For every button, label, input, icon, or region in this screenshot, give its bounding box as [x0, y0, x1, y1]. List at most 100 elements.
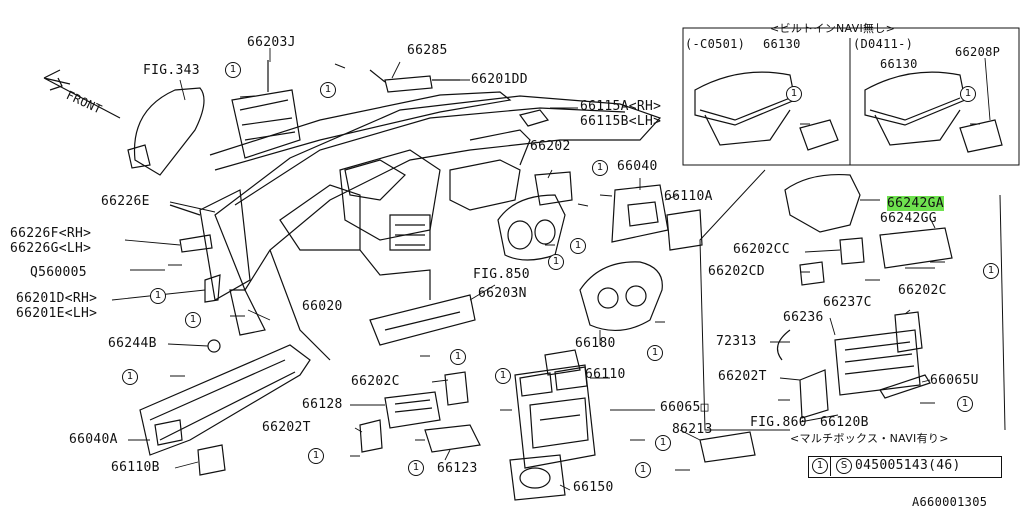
cable-72313	[776, 329, 791, 361]
label-66202cc[interactable]: 66202CC	[733, 242, 790, 257]
strip-66065u	[879, 374, 931, 399]
label-66202c-mid[interactable]: 66202C	[351, 374, 400, 389]
label-66115a[interactable]: 66115A<RH>	[580, 99, 662, 114]
label-66236[interactable]: 66236	[783, 310, 824, 325]
label-box-left-part[interactable]: 66130	[763, 37, 801, 51]
label-72313[interactable]: 72313	[716, 334, 757, 349]
label-66202t-right[interactable]: 66202T	[718, 369, 767, 384]
center-panel-66110	[514, 349, 596, 469]
callout-marker: 1	[957, 396, 973, 412]
label-66201d[interactable]: 66201D<RH>	[16, 291, 98, 306]
label-66123[interactable]: 66123	[437, 461, 478, 476]
hood-66242ga	[784, 173, 861, 233]
label-66237c[interactable]: 66237C	[823, 295, 872, 310]
callout-marker: 1	[548, 254, 564, 270]
callout-marker: 1	[122, 369, 138, 385]
callout-marker: 1	[635, 462, 651, 478]
bracket-66202t-right	[799, 369, 829, 419]
callout-marker: 1	[150, 288, 166, 304]
label-66285[interactable]: 66285	[407, 43, 448, 58]
callout-marker: 1	[408, 460, 424, 476]
label-66110b[interactable]: 66110B	[111, 460, 160, 475]
label-66150[interactable]: 66150	[573, 480, 614, 495]
label-66201dd[interactable]: 66201DD	[471, 72, 528, 87]
label-fig343[interactable]: FIG.343	[143, 63, 200, 78]
bracket-66202cc	[839, 237, 865, 265]
label-66040a[interactable]: 66040A	[69, 432, 118, 447]
label-66244b[interactable]: 66244B	[108, 336, 157, 351]
label-66201e[interactable]: 66201E<LH>	[16, 306, 98, 321]
label-66040-top[interactable]: 66040	[617, 159, 658, 174]
label-fig860[interactable]: FIG.860	[750, 415, 807, 430]
bracket-66201dd	[369, 69, 460, 93]
bracket-66203j	[231, 60, 301, 159]
legend-callout-marker: 1	[812, 458, 828, 474]
label-66226f[interactable]: 66226F<RH>	[10, 226, 92, 241]
label-66065u[interactable]: 66065U	[930, 373, 979, 388]
label-box-right-part[interactable]: 66130	[880, 57, 918, 71]
cup-holder-66150	[509, 454, 566, 501]
label-66202cd[interactable]: 66202CD	[708, 264, 765, 279]
label-66202c-right[interactable]: 66202C	[898, 283, 947, 298]
label-66120b[interactable]: 66120B	[820, 415, 869, 430]
bracket-66203n	[369, 294, 476, 346]
diagram-id: A660001305	[912, 495, 988, 509]
label-66208p[interactable]: 66208P	[955, 45, 1001, 59]
vent-66110a	[666, 209, 703, 251]
callout-marker: 1	[450, 349, 466, 365]
dashboard-panel	[214, 95, 662, 361]
label-66020[interactable]: 66020	[302, 299, 343, 314]
fig343-cover	[127, 87, 205, 176]
highlight-66242ga: 66242GA	[887, 196, 944, 211]
label-66242ga[interactable]: 66242GA	[887, 196, 944, 211]
label-box-title: <ビルトインNAVI無し>	[770, 22, 896, 35]
legend-divider	[830, 456, 832, 476]
gauge-cluster	[497, 194, 566, 261]
meter-cover-66180	[579, 261, 663, 332]
callout-marker: 1	[308, 448, 324, 464]
label-66203j[interactable]: 66203J	[247, 35, 296, 50]
lid-right-66130	[864, 71, 1003, 153]
label-box-right-range: (D0411-)	[853, 37, 914, 51]
trim-66242gg	[879, 227, 953, 269]
garnish-66040	[611, 184, 669, 243]
label-66065o[interactable]: 66065□	[660, 400, 709, 415]
callout-marker: 1	[592, 160, 608, 176]
label-66202-top[interactable]: 66202	[530, 139, 571, 154]
callout-marker: 1	[495, 368, 511, 384]
leader-lines	[111, 48, 991, 491]
front-arrow-icon	[43, 69, 121, 119]
callout-marker: 1	[185, 312, 201, 328]
label-66202t-mid[interactable]: 66202T	[262, 420, 311, 435]
part-86213	[699, 431, 756, 463]
label-66110[interactable]: 66110	[585, 367, 626, 382]
label-66128[interactable]: 66128	[302, 397, 343, 412]
vent-66110b	[197, 444, 226, 476]
label-66226g[interactable]: 66226G<LH>	[10, 241, 92, 256]
label-66110a[interactable]: 66110A	[664, 189, 713, 204]
bracket-66202c-mid	[444, 371, 469, 406]
callout-marker: 1	[225, 62, 241, 78]
legend-part-number[interactable]: 045005143(46)	[855, 458, 961, 473]
label-66180[interactable]: 66180	[575, 336, 616, 351]
bracket-66201de	[204, 274, 221, 303]
callout-marker: 1	[786, 86, 802, 102]
callout-marker: 1	[647, 345, 663, 361]
callout-marker: 1	[570, 238, 586, 254]
bracket-66202t-mid	[359, 419, 383, 453]
bracket-66202cd	[799, 261, 825, 286]
side-panel-66226e	[199, 189, 251, 301]
label-66115b[interactable]: 66115B<LH>	[580, 114, 662, 129]
label-86213[interactable]: 86213	[672, 422, 713, 437]
lower-panel-66040a	[139, 344, 311, 456]
screw-icons	[168, 63, 980, 471]
legend-box	[808, 456, 1002, 478]
label-fig850[interactable]: FIG.850	[473, 267, 530, 282]
label-66203n[interactable]: 66203N	[478, 286, 527, 301]
label-66242gg[interactable]: 66242GG	[880, 211, 937, 226]
callout-marker: 1	[320, 82, 336, 98]
vent-66115	[518, 109, 550, 127]
label-q560005[interactable]: Q560005	[30, 265, 87, 280]
label-66226e[interactable]: 66226E	[101, 194, 150, 209]
